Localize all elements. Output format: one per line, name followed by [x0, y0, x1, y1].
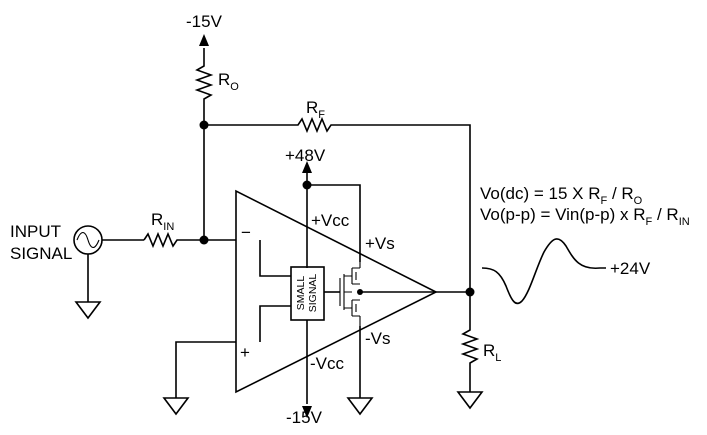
- output-mosfet-pair: [339, 262, 361, 326]
- rl-label: RL: [483, 341, 501, 364]
- vs-pos-wire: [307, 184, 361, 262]
- ground-icon: [456, 391, 484, 410]
- neg15-top-arrow: [199, 34, 209, 46]
- vs-neg-label: -Vs: [365, 329, 391, 348]
- small-signal-block: [290, 266, 325, 321]
- noninverting-input-sign: +: [240, 343, 250, 362]
- equation-dc: Vo(dc) = 15 X RF / RO: [480, 184, 643, 207]
- output-waveform: [481, 238, 606, 305]
- inverting-input-sign: −: [241, 223, 251, 242]
- pos48-arrow: [302, 161, 312, 173]
- noninverting-internal-wire: [259, 305, 291, 342]
- neg15-bottom-label: -15V: [286, 408, 323, 427]
- ro-resistor: [194, 60, 214, 125]
- rf-resistor: [204, 116, 471, 292]
- ground-icon: [162, 397, 190, 416]
- svg-text:SMALL: SMALL: [295, 276, 307, 311]
- ro-label: RO: [218, 70, 239, 93]
- rin-label: RIN: [151, 210, 174, 233]
- pos48-label: +48V: [285, 146, 326, 165]
- svg-text:SIGNAL: SIGNAL: [307, 274, 319, 313]
- ground-icon: [74, 301, 102, 320]
- rf-label: RF: [306, 98, 325, 121]
- neg15-top-label: -15V: [186, 12, 223, 31]
- inverting-node: [199, 235, 209, 245]
- opamp-triangle: [235, 189, 438, 394]
- rin-resistor: [143, 231, 236, 249]
- ground-icon: [346, 397, 374, 416]
- rl-resistor: [460, 292, 480, 392]
- input-label-line1: INPUT: [10, 222, 61, 241]
- vs-pos-label: +Vs: [365, 234, 395, 253]
- neg15-bottom-arrow: [302, 406, 312, 418]
- sine-glyph-icon: [76, 231, 100, 249]
- vcc-pos-label: +Vcc: [311, 211, 350, 230]
- inverting-internal-wire: [259, 240, 291, 277]
- small-signal-label: SMALL SIGNAL: [295, 274, 319, 313]
- input-label-line2: SIGNAL: [10, 244, 72, 263]
- vcc-neg-label: -Vcc: [310, 354, 345, 373]
- equation-pp: Vo(p-p) = Vin(p-p) x RF / RIN: [480, 205, 690, 228]
- noninverting-ground-wire: [175, 341, 236, 398]
- pos24-label: +24V: [610, 259, 651, 278]
